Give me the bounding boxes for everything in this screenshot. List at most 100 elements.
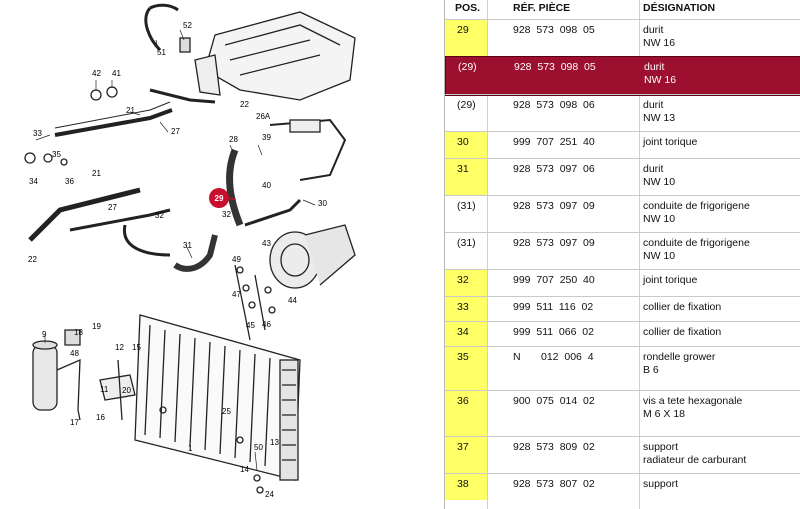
part-label[interactable]: 50 (254, 443, 263, 452)
part-label[interactable]: 26A (256, 112, 271, 121)
part-label[interactable]: 1 (188, 444, 193, 453)
part-label[interactable]: 33 (33, 129, 42, 138)
pos-cell: 38 (445, 474, 487, 500)
column-divider (639, 0, 640, 509)
part-label[interactable]: 42 (92, 69, 101, 78)
pos-value: 34 (457, 326, 469, 338)
part-label[interactable]: 51 (157, 48, 166, 57)
part-number: N 012 006 4 (513, 351, 594, 363)
designation-line: support (643, 478, 679, 490)
exploded-parts-diagram: 52 51 42 41 21 27 22 26A 28 39 40 33 35 34 36 21 27 32 22 3… (24, 3, 356, 499)
designation-line: durit (643, 24, 664, 36)
part-label[interactable]: 35 (52, 150, 61, 159)
selected-part-callout[interactable]: 29 (209, 188, 237, 208)
part-label[interactable]: 20 (122, 386, 131, 395)
part-label[interactable]: 49 (232, 255, 241, 264)
table-row[interactable]: 33 999 511 116 02 collier de fixation (445, 296, 800, 322)
part-label[interactable]: 16 (96, 413, 105, 422)
part-label[interactable]: 12 (115, 343, 124, 352)
pos-value: (29) (458, 61, 477, 73)
part-label[interactable]: 25 (222, 407, 231, 416)
column-divider (487, 0, 488, 509)
pos-value: 38 (457, 478, 469, 490)
part-label[interactable]: 19 (92, 322, 101, 331)
part-number: 928 573 097 09 (513, 237, 595, 249)
callout-label: 29 (215, 194, 224, 203)
part-number: 928 573 807 02 (513, 478, 595, 490)
part-label[interactable]: 15 (132, 343, 141, 352)
designation-cell: collier de fixation (643, 301, 721, 314)
part-number: 928 573 097 06 (513, 163, 595, 175)
pos-cell: 34 (445, 322, 487, 347)
part-label[interactable]: 13 (270, 438, 279, 447)
part-label[interactable]: 46 (262, 320, 271, 329)
pos-cell: 29 (445, 20, 487, 57)
part-label[interactable]: 48 (70, 349, 79, 358)
designation-line: NW 10 (643, 213, 676, 225)
table-row[interactable]: 38 928 573 807 02 support (445, 473, 800, 500)
part-label[interactable]: 28 (229, 135, 238, 144)
part-label[interactable]: 31 (183, 241, 192, 250)
part-number: 999 511 116 02 (513, 301, 594, 313)
part-label[interactable]: 21 (126, 106, 135, 115)
designation-line: conduite de frigorigene (643, 200, 750, 212)
part-label[interactable]: 40 (262, 181, 271, 190)
designation-line: B 6 (643, 364, 659, 376)
table-row[interactable]: 34 999 511 066 02 collier de fixation (445, 321, 800, 347)
part-number: 928 573 098 05 (514, 61, 596, 73)
part-label[interactable]: 30 (318, 199, 327, 208)
part-number: 999 511 066 02 (513, 326, 594, 338)
part-label[interactable]: 21 (92, 169, 101, 178)
part-label[interactable]: 18 (74, 328, 83, 337)
designation-line: NW 13 (643, 112, 676, 124)
designation-line: NW 10 (643, 250, 676, 262)
table-header: POS. RÉF. PIÈCE DÉSIGNATION (445, 0, 800, 19)
part-label[interactable]: 27 (171, 127, 180, 136)
designation-line: durit (643, 163, 664, 175)
part-label[interactable]: 36 (65, 177, 74, 186)
part-label[interactable]: 14 (240, 465, 249, 474)
part-label[interactable]: 32 (222, 210, 231, 219)
designation-line: collier de fixation (643, 326, 722, 338)
pos-cell: 35 (445, 347, 487, 391)
part-label[interactable]: 39 (262, 133, 271, 142)
part-label[interactable]: 44 (288, 296, 297, 305)
part-label[interactable]: 47 (232, 290, 241, 299)
pos-cell: 30 (445, 132, 487, 159)
pos-value: (31) (457, 200, 476, 212)
part-label[interactable]: 52 (183, 21, 192, 30)
part-label[interactable]: 45 (246, 321, 255, 330)
pos-cell: 33 (445, 297, 487, 322)
part-label[interactable]: 24 (265, 490, 274, 499)
part-label[interactable]: 43 (262, 239, 271, 248)
part-label[interactable]: 32 (155, 211, 164, 220)
part-label[interactable]: 27 (108, 203, 117, 212)
part-label[interactable]: 11 (100, 385, 109, 394)
part-label[interactable]: 17 (70, 418, 79, 427)
part-label[interactable]: 34 (29, 177, 38, 186)
part-label[interactable]: 9 (42, 330, 47, 339)
part-label[interactable]: 41 (112, 69, 121, 78)
part-label[interactable]: 22 (28, 255, 37, 264)
part-number: 928 573 809 02 (513, 441, 595, 453)
designation-line: M 6 X 18 (643, 408, 686, 420)
pos-cell: (29) (446, 57, 488, 95)
part-label[interactable]: 22 (240, 100, 249, 109)
